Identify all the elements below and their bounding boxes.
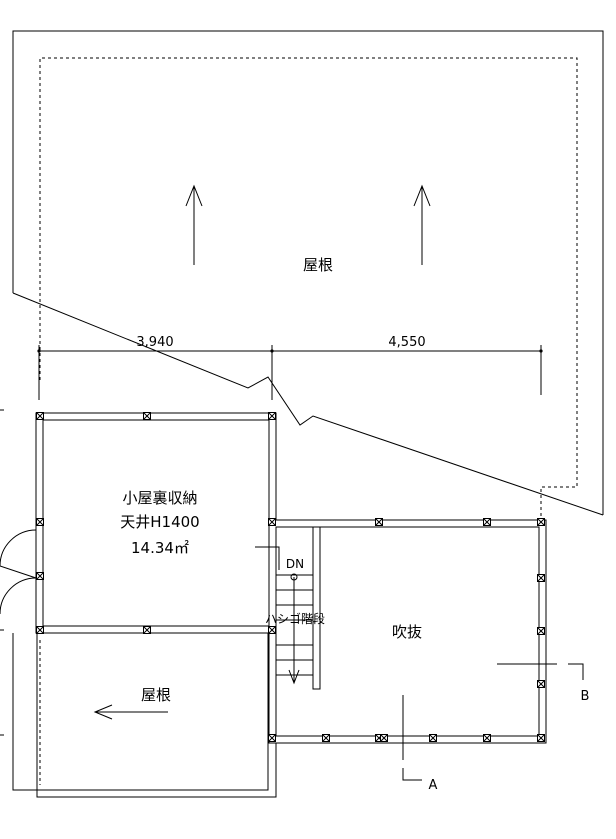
- column-marker: [375, 518, 383, 526]
- loft-room-walls: [35, 412, 277, 634]
- dimension-left: 3,940: [136, 335, 173, 350]
- section-label-b: B: [581, 689, 590, 704]
- column-marker: [537, 627, 545, 635]
- loft-area: 14.34㎡: [131, 539, 189, 557]
- door-swings: [0, 409, 37, 736]
- column-marker: [483, 734, 491, 742]
- roof-slope-arrow-right: [413, 184, 431, 265]
- loft-ceiling-height: 天井H1400: [120, 513, 199, 531]
- loft-room-name: 小屋裏収納: [122, 489, 197, 507]
- column-marker: [537, 734, 545, 742]
- column-marker: [322, 734, 330, 742]
- column-marker: [143, 412, 151, 420]
- section-marker-b: [497, 663, 584, 680]
- column-marker: [143, 626, 151, 634]
- upper-roof: [12, 30, 604, 520]
- column-marker: [537, 518, 545, 526]
- void-label: 吹抜: [392, 623, 422, 641]
- column-marker: [268, 626, 276, 634]
- column-marker: [36, 626, 44, 634]
- roof-slope-arrow-left: [185, 184, 203, 265]
- column-marker: [36, 518, 44, 526]
- column-marker: [36, 412, 44, 420]
- lower-roof-label: 屋根: [141, 686, 171, 704]
- column-marker: [268, 518, 276, 526]
- column-marker: [268, 734, 276, 742]
- column-marker: [268, 412, 276, 420]
- structural-columns: [36, 412, 545, 742]
- section-label-a: A: [429, 778, 438, 793]
- column-marker: [537, 680, 545, 688]
- ladder-stair: [255, 526, 321, 690]
- stair-down-label: DN: [286, 557, 304, 571]
- column-marker: [483, 518, 491, 526]
- lower-roof-arrow: [93, 704, 168, 720]
- column-marker: [537, 574, 545, 582]
- upper-roof-label: 屋根: [303, 256, 333, 274]
- lower-roof: [12, 633, 277, 798]
- dimension-right: 4,550: [388, 335, 425, 350]
- stair-label: ハシゴ階段: [265, 611, 325, 626]
- void-walls: [268, 519, 547, 744]
- column-marker: [380, 734, 388, 742]
- column-marker: [429, 734, 437, 742]
- dimension-line: [37, 345, 543, 400]
- section-marker-a: [402, 695, 422, 781]
- column-marker: [36, 572, 44, 580]
